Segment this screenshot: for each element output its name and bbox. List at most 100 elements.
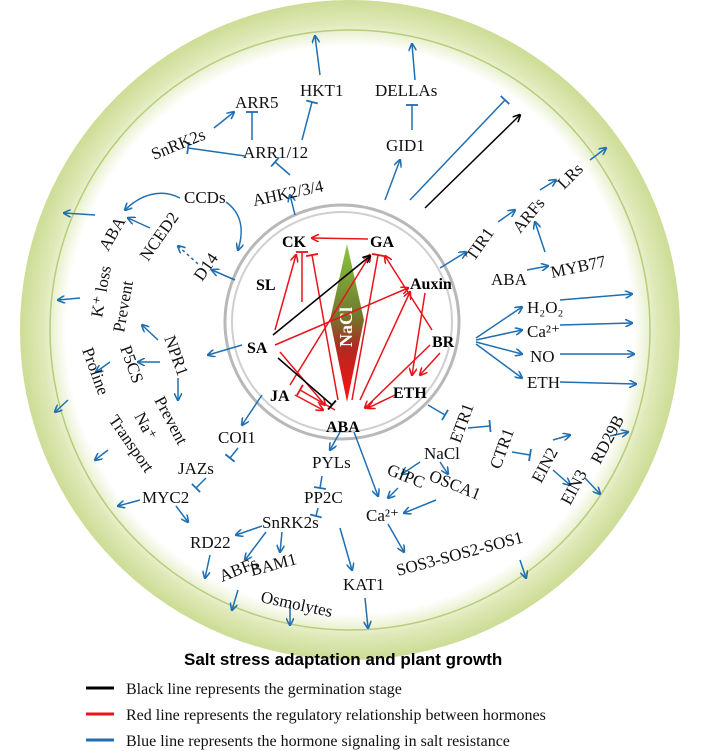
label-dellas: DELLAs bbox=[375, 81, 437, 100]
blue-rd29b-out bbox=[609, 432, 628, 436]
blue-snrk-bam1 bbox=[280, 531, 282, 552]
red-sa-auxin bbox=[274, 288, 408, 346]
label-pp2c: PP2C bbox=[304, 488, 343, 507]
red-auxin-eth bbox=[412, 292, 426, 375]
nacl-center-label: NaCl bbox=[336, 307, 356, 347]
blue-sl-d14 bbox=[212, 270, 236, 281]
hormone-br: BR bbox=[432, 334, 455, 351]
label-gid1: GID1 bbox=[386, 136, 425, 155]
blue-lrs-out bbox=[589, 148, 606, 161]
blue-arr1-hkt1 bbox=[301, 99, 319, 141]
label-h2o2: H₂O₂ bbox=[527, 298, 563, 317]
blue-br-no bbox=[475, 341, 522, 354]
blue-ahk-arr1 bbox=[270, 156, 291, 176]
legend-text-red: Red line represents the regulatory relat… bbox=[126, 707, 546, 724]
blue-br-h2o2 bbox=[475, 307, 522, 339]
blue-arr1-snrk bbox=[186, 141, 246, 157]
label-kat1: KAT1 bbox=[343, 575, 385, 594]
blue-hkt1-out bbox=[315, 36, 321, 76]
red-eth-aba bbox=[368, 394, 396, 408]
blue-ein2-out bbox=[552, 469, 570, 485]
blue-nacl-osca1 bbox=[439, 461, 448, 474]
label-ca-small: Ca²⁺ bbox=[366, 506, 399, 525]
legend: Black line represents the germination st… bbox=[86, 681, 546, 750]
blue-abfs-out bbox=[232, 589, 239, 610]
label-eth-right: ETH bbox=[527, 373, 560, 392]
blue-ga-gid1 bbox=[384, 160, 400, 201]
blue-ca-sos bbox=[387, 523, 404, 552]
red-ga-ck bbox=[312, 238, 369, 239]
blue-ga-outer-t bbox=[409, 95, 510, 201]
blue-ctr1-ein2 bbox=[511, 448, 532, 462]
hormone-aba: ABA bbox=[326, 419, 360, 436]
blue-dellas-out bbox=[412, 44, 415, 81]
label-hkt1: HKT1 bbox=[300, 81, 343, 100]
blue-aba-out-left bbox=[64, 213, 96, 215]
blue-aba-pyls bbox=[330, 431, 341, 450]
blue-ccds-d14 bbox=[225, 201, 241, 250]
label-arr5: ARR5 bbox=[235, 93, 278, 112]
hormone-sl: SL bbox=[256, 277, 276, 294]
blue-jazs-myc2 bbox=[191, 477, 207, 493]
legend-text-blue: Blue line represents the hormone signali… bbox=[126, 733, 510, 750]
red-ja-ga bbox=[289, 255, 370, 386]
blue-ein2-ein3 bbox=[552, 435, 570, 440]
blue-snrk-kat1 bbox=[339, 527, 352, 570]
label-pyls: PYLs bbox=[312, 453, 351, 472]
blue-sa-npr1 bbox=[208, 344, 243, 355]
blue-coi1-jazs bbox=[224, 447, 239, 463]
label-snrk2s-bottom: SnRK2s bbox=[262, 513, 319, 532]
blue-myb77-arfs bbox=[535, 222, 546, 253]
label-nacl-small: NaCl bbox=[424, 444, 460, 463]
blue-br-eth bbox=[475, 343, 522, 378]
blue-eth-out bbox=[559, 382, 636, 384]
blue-snrk-rd22 bbox=[236, 525, 263, 535]
blue-sos-out bbox=[519, 559, 526, 578]
blue-rd22-out bbox=[205, 554, 211, 578]
blue-snrk-abfs bbox=[245, 531, 267, 560]
red-aba-ck bbox=[305, 253, 339, 401]
red-aba-auxin bbox=[359, 292, 410, 401]
label-myc2: MYC2 bbox=[142, 488, 189, 507]
legend-text-black: Black line represents the germination st… bbox=[126, 681, 402, 698]
red-br-aba bbox=[365, 344, 431, 408]
blue-pp2c-snrk bbox=[309, 507, 323, 519]
black-ga-outer bbox=[424, 115, 520, 209]
red-ja-aba bbox=[294, 394, 323, 410]
blue-ein3-out bbox=[584, 477, 600, 494]
label-no: NO bbox=[530, 347, 555, 366]
blue-proline-out bbox=[55, 399, 69, 412]
blue-arfs-lrs bbox=[539, 180, 556, 191]
blue-pyls-pp2c bbox=[313, 475, 327, 490]
red-sa-ck bbox=[274, 255, 296, 331]
blue-npr1-prevent bbox=[142, 325, 159, 341]
blue-d14-nced2 bbox=[178, 246, 199, 265]
black-sa-aba bbox=[277, 357, 337, 411]
blue-nced2-aba bbox=[128, 218, 151, 229]
inner-ring-outer bbox=[223, 203, 461, 441]
blue-signaling-lines bbox=[55, 36, 636, 628]
label-ccds: CCDs bbox=[184, 188, 226, 207]
hormone-eth: ETH bbox=[393, 385, 427, 402]
blue-myc2-out bbox=[118, 499, 141, 506]
outer-ring-line bbox=[49, 29, 651, 631]
blue-p5cs-proline bbox=[96, 361, 111, 372]
black-germination-lines bbox=[272, 115, 520, 411]
blue-nacl-gipc bbox=[402, 461, 421, 474]
blue-kloss-out bbox=[58, 298, 81, 300]
diagram-title: Salt stress adaptation and plant growth bbox=[184, 650, 502, 669]
label-jazs: JAZs bbox=[178, 459, 214, 478]
blue-osca1-ca bbox=[404, 499, 437, 513]
blue-transport-out bbox=[95, 449, 109, 460]
red-br-ga bbox=[385, 256, 433, 331]
hormone-ja: JA bbox=[270, 388, 290, 405]
hormone-sa: SA bbox=[247, 340, 268, 357]
blue-etr1-ctr1 bbox=[467, 419, 492, 433]
blue-aba-ca bbox=[353, 431, 378, 496]
blue-ca-out bbox=[559, 323, 632, 325]
blue-myc2-rd22 bbox=[175, 505, 188, 522]
label-arr1-12: ARR1/12 bbox=[243, 143, 308, 162]
label-rd22: RD22 bbox=[190, 533, 231, 552]
blue-auxin-tir1 bbox=[439, 252, 466, 269]
hormone-auxin: Auxin bbox=[410, 276, 452, 293]
